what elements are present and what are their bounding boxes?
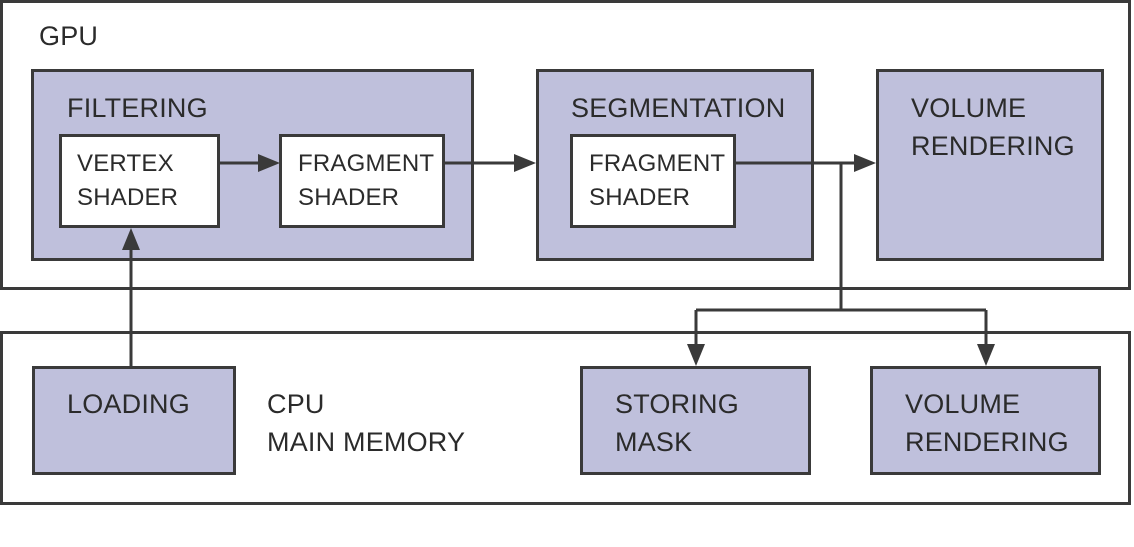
cpu-volume-rendering-label: VOLUME RENDERING <box>905 385 1069 461</box>
cpu-title: CPU MAIN MEMORY <box>267 385 465 461</box>
filtering-fragment-shader-box: FRAGMENT SHADER <box>279 134 445 228</box>
filtering-fragment-shader-label: FRAGMENT SHADER <box>298 147 434 215</box>
vertex-shader-box: VERTEX SHADER <box>59 134 220 228</box>
filtering-fragment-shader-line-2: SHADER <box>298 184 400 211</box>
cpu-volume-rendering-stage: VOLUME RENDERING <box>870 366 1101 475</box>
segmentation-title: SEGMENTATION <box>571 93 786 123</box>
gpu-volume-rendering-line-2: RENDERING <box>911 131 1075 161</box>
arrowhead-right-volume <box>854 154 876 172</box>
segmentation-fragment-shader-line-1: FRAGMENT <box>589 150 726 177</box>
filtering-title: FILTERING <box>67 93 208 123</box>
cpu-volume-rendering-line-2: RENDERING <box>905 427 1069 457</box>
vertex-shader-label: VERTEX SHADER <box>77 147 178 215</box>
vertex-shader-line-2: SHADER <box>77 184 179 211</box>
cpu-volume-rendering-line-1: VOLUME <box>905 389 1021 419</box>
cpu-title-line-2: MAIN MEMORY <box>267 427 466 457</box>
gpu-volume-rendering-stage: VOLUME RENDERING <box>876 69 1104 261</box>
storing-mask-line-1: STORING <box>615 389 739 419</box>
storing-mask-label: STORING MASK <box>615 385 739 461</box>
filtering-fragment-shader-line-1: FRAGMENT <box>298 150 435 177</box>
cpu-title-line-1: CPU <box>267 389 325 419</box>
arrowhead-right-segmentation <box>514 154 536 172</box>
arrowhead-up-vertex <box>122 228 140 250</box>
arrowhead-down-storing-mask <box>687 344 705 366</box>
storing-mask-stage: STORING MASK <box>580 366 811 475</box>
storing-mask-line-2: MASK <box>615 427 693 457</box>
segmentation-fragment-shader-line-2: SHADER <box>589 184 691 211</box>
gpu-title: GPU <box>39 21 99 51</box>
vertex-shader-line-1: VERTEX <box>77 150 174 177</box>
arrowhead-right-fragment <box>258 154 280 172</box>
segmentation-fragment-shader-label: FRAGMENT SHADER <box>589 147 725 215</box>
loading-label: LOADING <box>67 389 190 419</box>
loading-stage: LOADING <box>32 366 236 475</box>
gpu-volume-rendering-line-1: VOLUME <box>911 93 1027 123</box>
arrowhead-down-cpu-volume <box>977 344 995 366</box>
segmentation-fragment-shader-box: FRAGMENT SHADER <box>570 134 736 228</box>
gpu-volume-rendering-label: VOLUME RENDERING <box>911 89 1075 165</box>
